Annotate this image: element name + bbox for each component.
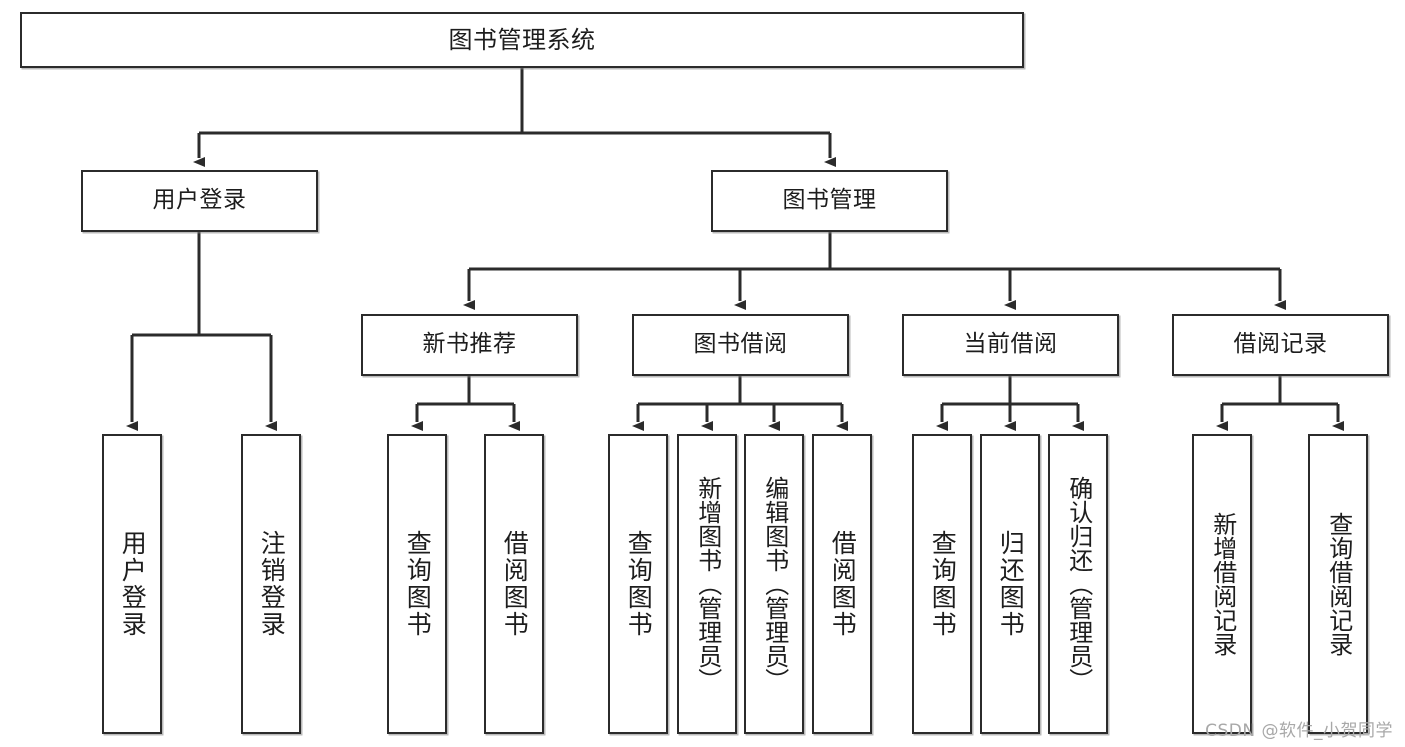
node-leaf-bb-query-book-label: 查询图书 [624,530,654,638]
node-leaf-cb-return-book-label: 归还图书 [996,530,1026,638]
node-leaf-rec-borrow-book[interactable]: 借阅图书 [484,434,544,734]
node-user-login[interactable]: 用户登录 [81,170,318,232]
node-root[interactable]: 图书管理系统 [20,12,1024,68]
node-book-borrow[interactable]: 图书借阅 [632,314,849,376]
node-leaf-user-logout-label: 注销登录 [257,530,287,638]
node-new-book-recommend[interactable]: 新书推荐 [361,314,578,376]
node-leaf-bb-query-book[interactable]: 查询图书 [608,434,668,734]
node-leaf-cb-return-book[interactable]: 归还图书 [980,434,1040,734]
node-leaf-bb-add-book[interactable]: 新增图书（管理员） [677,434,737,734]
node-leaf-br-add-record-label: 新增借阅记录 [1208,512,1237,656]
node-leaf-rec-borrow-book-label: 借阅图书 [500,530,530,638]
node-borrow-record-label: 借阅记录 [1233,331,1328,358]
csdn-watermark: CSDN @软件_小贺同学 [1205,721,1393,741]
node-leaf-cb-query-book-label: 查询图书 [928,530,958,638]
node-leaf-br-query-record-label: 查询借阅记录 [1324,512,1353,656]
node-current-borrow[interactable]: 当前借阅 [902,314,1119,376]
node-book-manage-label: 图书管理 [782,187,877,214]
node-leaf-rec-query-book[interactable]: 查询图书 [387,434,447,734]
node-leaf-bb-borrow-book-label: 借阅图书 [828,530,858,638]
node-leaf-bb-borrow-book[interactable]: 借阅图书 [812,434,872,734]
node-leaf-user-login[interactable]: 用户登录 [102,434,162,734]
node-borrow-record[interactable]: 借阅记录 [1172,314,1389,376]
node-leaf-br-add-record[interactable]: 新增借阅记录 [1192,434,1252,734]
node-root-label: 图书管理系统 [448,25,596,54]
node-leaf-user-logout[interactable]: 注销登录 [241,434,301,734]
node-leaf-cb-confirm-return-label: 确认归还（管理员） [1064,476,1093,692]
node-leaf-user-login-label: 用户登录 [118,530,148,638]
node-leaf-bb-edit-book[interactable]: 编辑图书（管理员） [744,434,804,734]
node-leaf-br-query-record[interactable]: 查询借阅记录 [1308,434,1368,734]
node-book-manage[interactable]: 图书管理 [711,170,948,232]
node-user-login-label: 用户登录 [152,187,247,214]
node-book-borrow-label: 图书借阅 [693,331,788,358]
node-leaf-rec-query-book-label: 查询图书 [403,530,433,638]
node-current-borrow-label: 当前借阅 [963,331,1058,358]
node-leaf-bb-edit-book-label: 编辑图书（管理员） [760,476,789,692]
node-leaf-cb-confirm-return[interactable]: 确认归还（管理员） [1048,434,1108,734]
node-leaf-bb-add-book-label: 新增图书（管理员） [693,476,722,692]
node-leaf-cb-query-book[interactable]: 查询图书 [912,434,972,734]
node-new-book-recommend-label: 新书推荐 [422,331,517,358]
